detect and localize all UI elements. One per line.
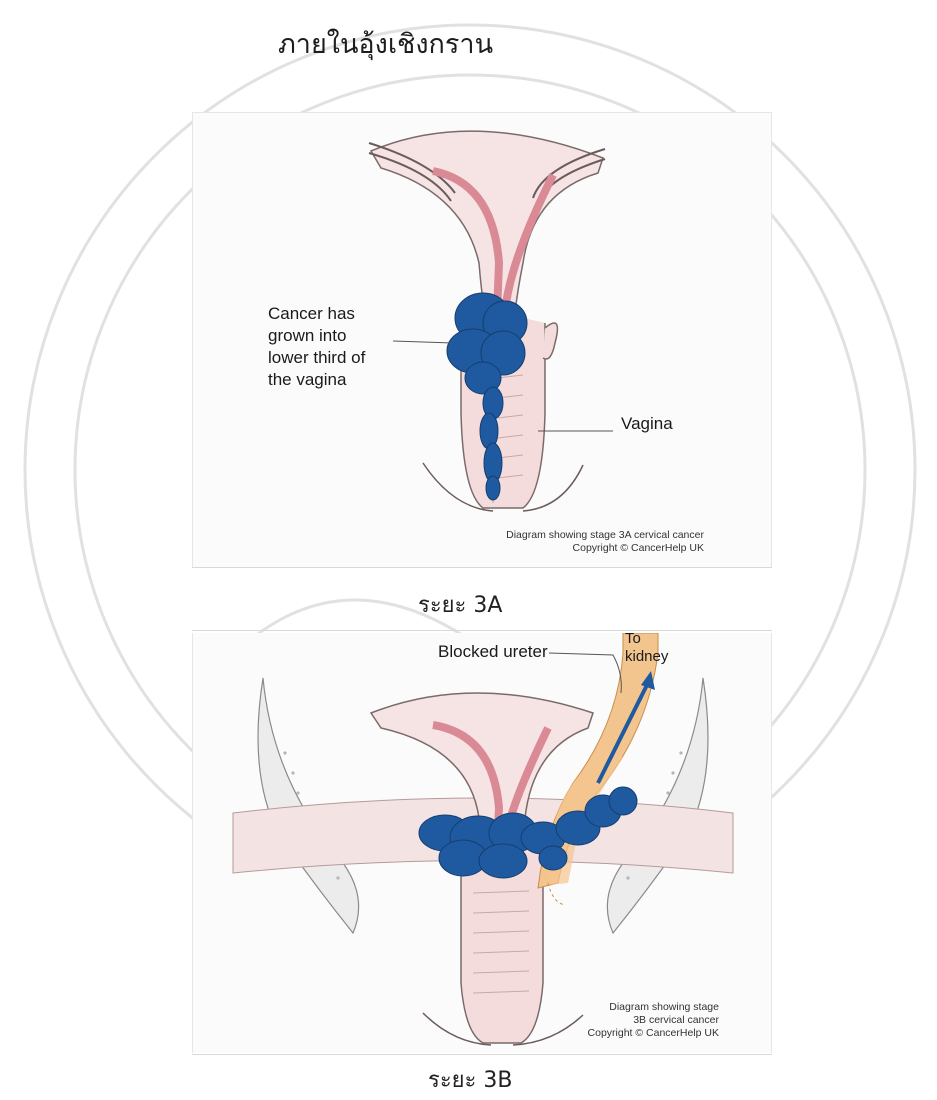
- blocked-ureter-label: Blocked ureter: [438, 641, 548, 663]
- figure-b-credit: Diagram showing stage 3B cervical cancer…: [588, 1001, 719, 1040]
- credit-line: Diagram showing stage: [588, 1001, 719, 1014]
- credit-line: Copyright © CancerHelp UK: [506, 542, 704, 555]
- vagina-label: Vagina: [621, 413, 673, 435]
- figure-stage-3a: Cancer has grown into lower third of the…: [192, 112, 772, 568]
- stage-3b-illustration: [193, 633, 771, 1053]
- figure-a-credit: Diagram showing stage 3A cervical cancer…: [506, 529, 704, 555]
- callout-line: Cancer has: [268, 303, 365, 325]
- kidney-label-line: To: [625, 630, 668, 648]
- divider: [192, 1054, 772, 1055]
- callout-line: lower third of: [268, 347, 365, 369]
- section-heading: ภายในอุ้งเชิงกราน: [278, 22, 493, 65]
- stage-3b-caption: ระยะ 3B: [428, 1062, 512, 1097]
- figure-stage-3b: Blocked ureter To kidney Diagram showing…: [192, 633, 772, 1053]
- credit-line: 3B cervical cancer: [588, 1014, 719, 1027]
- divider: [192, 630, 772, 631]
- credit-line: Copyright © CancerHelp UK: [588, 1027, 719, 1040]
- kidney-label-line: kidney: [625, 648, 668, 666]
- callout-line: the vagina: [268, 369, 365, 391]
- stage-3a-caption: ระยะ 3A: [418, 587, 502, 622]
- divider: [192, 567, 772, 568]
- callout-line: grown into: [268, 325, 365, 347]
- to-kidney-label: To kidney: [625, 630, 668, 666]
- cancer-growth-callout: Cancer has grown into lower third of the…: [268, 303, 365, 391]
- credit-line: Diagram showing stage 3A cervical cancer: [506, 529, 704, 542]
